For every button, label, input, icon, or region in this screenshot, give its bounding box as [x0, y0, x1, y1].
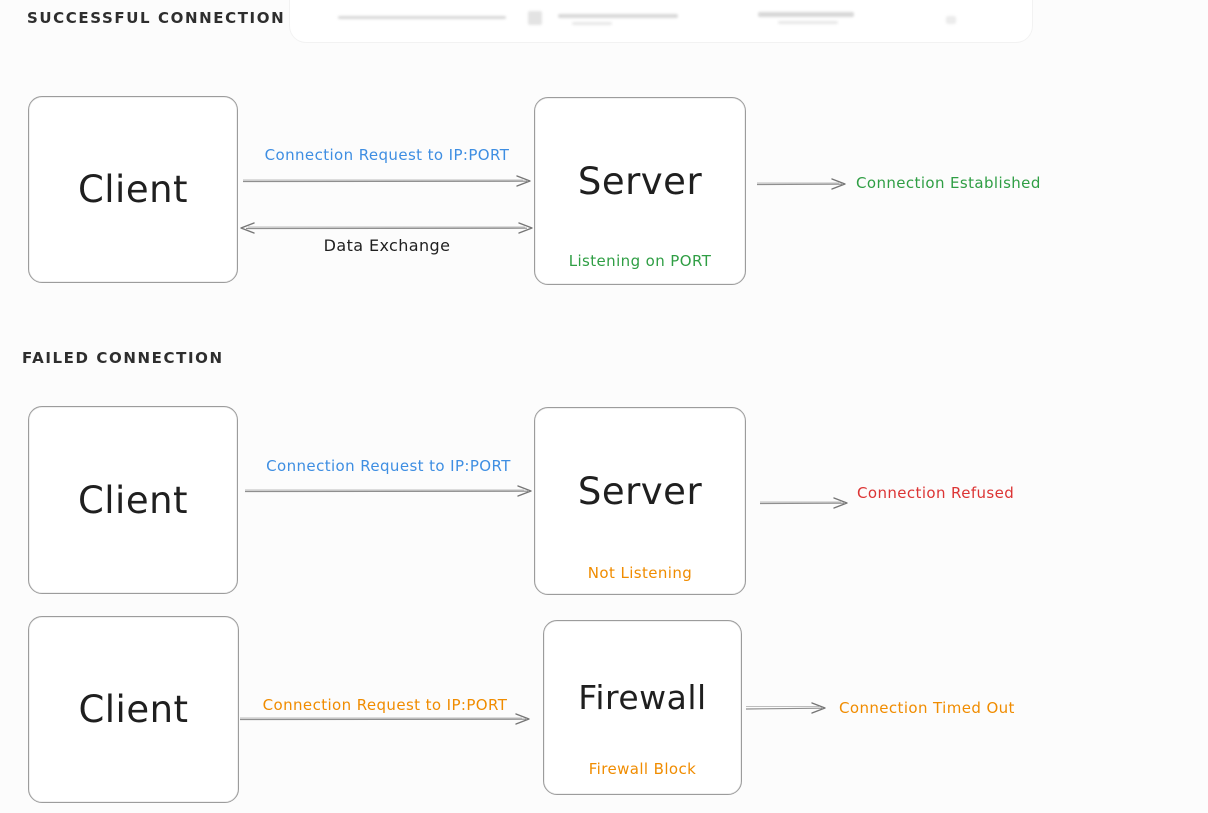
faded-smudge: [758, 12, 854, 17]
success-client-box: Client: [28, 96, 238, 283]
success-server-label: Server: [577, 159, 703, 203]
timeout-firewall-label: Firewall: [578, 678, 707, 717]
success-client-label: Client: [77, 168, 189, 211]
refused-server-status: Not Listening: [587, 564, 693, 582]
timeout-result-label: Connection Timed Out: [839, 699, 1015, 717]
success-exchange-arrow: [240, 222, 533, 234]
refused-request-arrow: [244, 485, 532, 497]
timeout-client-box: Client: [28, 616, 239, 803]
timeout-client-label: Client: [78, 688, 189, 731]
refused-result-arrow: [759, 497, 848, 509]
faded-top-panel: [290, 0, 1032, 42]
timeout-result-arrow: [745, 702, 826, 714]
refused-client-label: Client: [77, 478, 189, 522]
timeout-request-label: Connection Request to IP:PORT: [262, 696, 508, 714]
refused-request-label: Connection Request to IP:PORT: [266, 457, 511, 475]
faded-smudge: [338, 16, 506, 19]
faded-smudge: [558, 14, 678, 18]
faded-smudge: [528, 11, 542, 25]
timeout-firewall-status: Firewall Block: [588, 760, 697, 778]
success-request-label: Connection Request to IP:PORT: [264, 146, 510, 164]
success-request-arrow: [242, 175, 531, 187]
faded-smudge: [778, 21, 838, 24]
section-title-failed-connection: FAILED CONNECTION: [22, 349, 224, 367]
refused-server-label: Server: [577, 469, 703, 513]
faded-smudge: [946, 16, 956, 24]
section-title-successful-connection: SUCCESSFUL CONNECTION: [27, 9, 286, 27]
success-exchange-label: Data Exchange: [323, 236, 451, 255]
success-server-status: Listening on PORT: [568, 252, 712, 270]
refused-result-label: Connection Refused: [857, 484, 1015, 502]
success-result-label: Connection Established: [856, 174, 1041, 192]
success-result-arrow: [756, 178, 846, 190]
success-server-box: Server Listening on PORT: [534, 97, 746, 285]
faded-smudge: [572, 22, 612, 25]
refused-client-box: Client: [28, 406, 238, 594]
timeout-firewall-box: Firewall Firewall Block: [543, 620, 742, 795]
timeout-request-arrow: [239, 713, 530, 725]
refused-server-box: Server Not Listening: [534, 407, 746, 595]
